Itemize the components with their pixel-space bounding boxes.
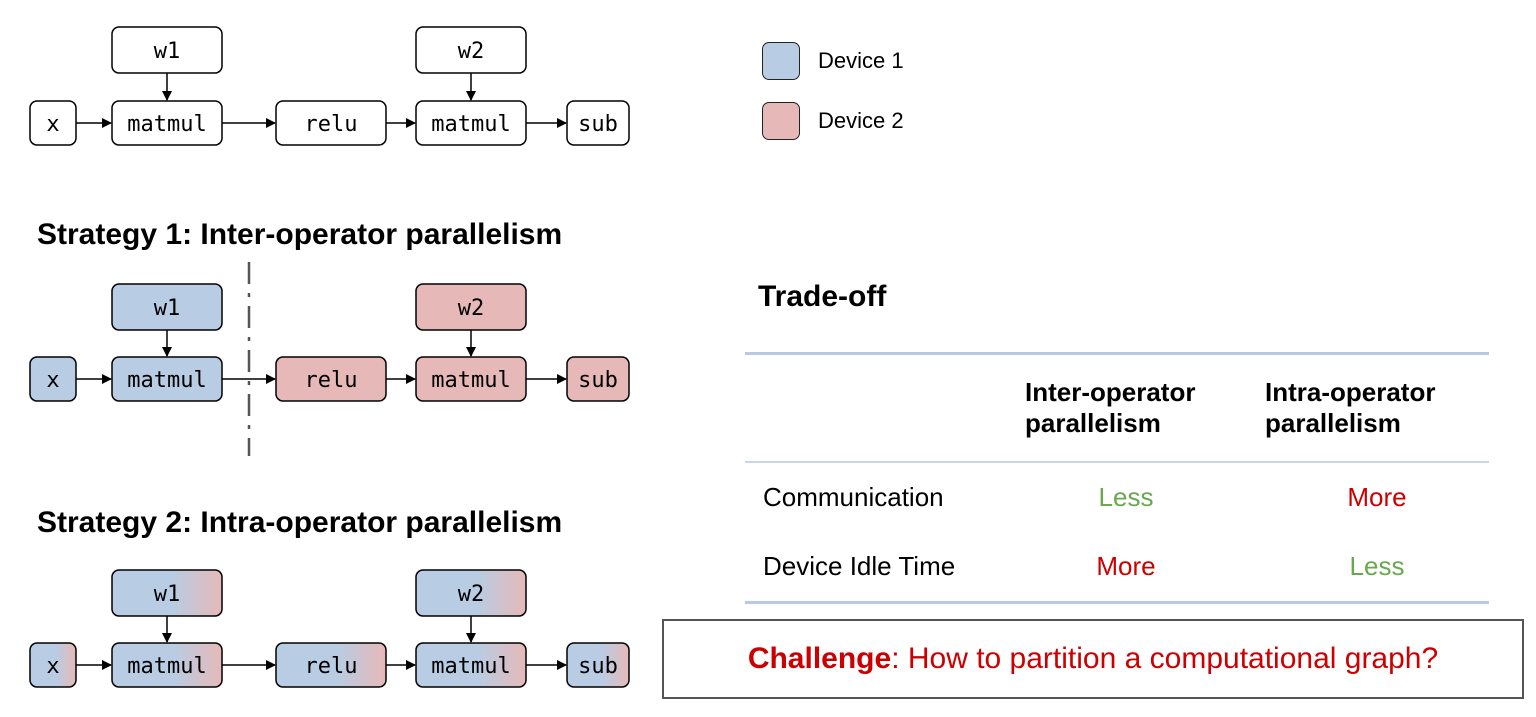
legend-swatch-device-2 — [762, 102, 800, 140]
legend-device-1: Device 1 — [762, 42, 904, 80]
node-relu-label: relu — [305, 112, 358, 137]
tradeoff-header-row: Inter-operator parallelism Intra-operato… — [745, 353, 1489, 463]
tradeoff-header-intra: Intra-operator parallelism — [1265, 353, 1489, 463]
intra-operator-graph: w1 w2 x matmul relu matmul sub — [29, 569, 630, 688]
node-x-label: x — [46, 368, 59, 393]
tradeoff-cell-intra: Less — [1349, 551, 1405, 581]
node-w2-label: w2 — [458, 39, 485, 64]
tradeoff-header-inter-line2: parallelism — [1025, 408, 1161, 438]
legend-device-2: Device 2 — [762, 102, 904, 140]
tradeoff-title: Trade-off — [758, 280, 887, 313]
challenge-box: Challenge: How to partition a computatio… — [662, 619, 1524, 699]
node-matmul-1-label: matmul — [127, 654, 206, 679]
node-x-label: x — [46, 112, 59, 137]
tradeoff-cell-inter: Less — [1098, 482, 1154, 512]
tradeoff-header-inter-line1: Inter-operator — [1025, 376, 1196, 407]
node-matmul-1-label: matmul — [127, 112, 206, 137]
tradeoff-row-idle-time: Device Idle Time More Less — [745, 532, 1489, 603]
inter-operator-graph: w1 w2 x matmul relu matmul sub — [29, 262, 630, 456]
node-sub — [566, 356, 630, 402]
strategy-1-heading: Strategy 1: Inter-operator parallelism — [37, 218, 563, 251]
node-w2-label: w2 — [458, 296, 485, 321]
legend-label-device-2: Device 2 — [818, 108, 904, 133]
tradeoff-cell-intra: More — [1347, 482, 1407, 512]
graph-diagrams: w1 w2 x matmul relu matmul sub w1 w2 x m… — [29, 26, 630, 688]
node-relu-label: relu — [305, 368, 358, 393]
node-x-label: x — [46, 654, 59, 679]
node-w1-label: w1 — [154, 296, 181, 321]
tradeoff-row-label: Communication — [763, 482, 944, 512]
tradeoff-row-label: Device Idle Time — [763, 551, 956, 581]
node-matmul-2-label: matmul — [431, 368, 510, 393]
node-w1-label: w1 — [154, 39, 181, 64]
node-sub-label: sub — [578, 112, 618, 137]
node-matmul-1-label: matmul — [127, 368, 206, 393]
challenge-keyword: Challenge — [747, 642, 892, 675]
node-matmul-2-label: matmul — [431, 112, 510, 137]
node-sub-label: sub — [578, 654, 618, 679]
node-w2-label: w2 — [458, 582, 485, 607]
tradeoff-header-intra-line2: parallelism — [1265, 408, 1401, 438]
node-relu-label: relu — [305, 654, 358, 679]
tradeoff-table: Inter-operator parallelism Intra-operato… — [745, 352, 1489, 604]
plain-graph: w1 w2 x matmul relu matmul sub — [29, 26, 630, 146]
node-sub — [566, 642, 630, 688]
node-sub-label: sub — [578, 368, 618, 393]
tradeoff-header-intra-line1: Intra-operator — [1265, 376, 1436, 407]
strategy-2-heading: Strategy 2: Intra-operator parallelism — [37, 506, 563, 539]
node-matmul-2-label: matmul — [431, 654, 510, 679]
legend-label-device-1: Device 1 — [818, 48, 904, 73]
tradeoff-header-empty — [745, 353, 1025, 463]
tradeoff-header-inter: Inter-operator parallelism — [1025, 353, 1265, 463]
legend-swatch-device-1 — [762, 42, 800, 80]
tradeoff-row-communication: Communication Less More — [745, 462, 1489, 532]
node-sub — [566, 100, 630, 146]
challenge-text: : How to partition a computational graph… — [891, 642, 1439, 675]
tradeoff-cell-inter: More — [1096, 551, 1156, 581]
node-w1-label: w1 — [154, 582, 181, 607]
